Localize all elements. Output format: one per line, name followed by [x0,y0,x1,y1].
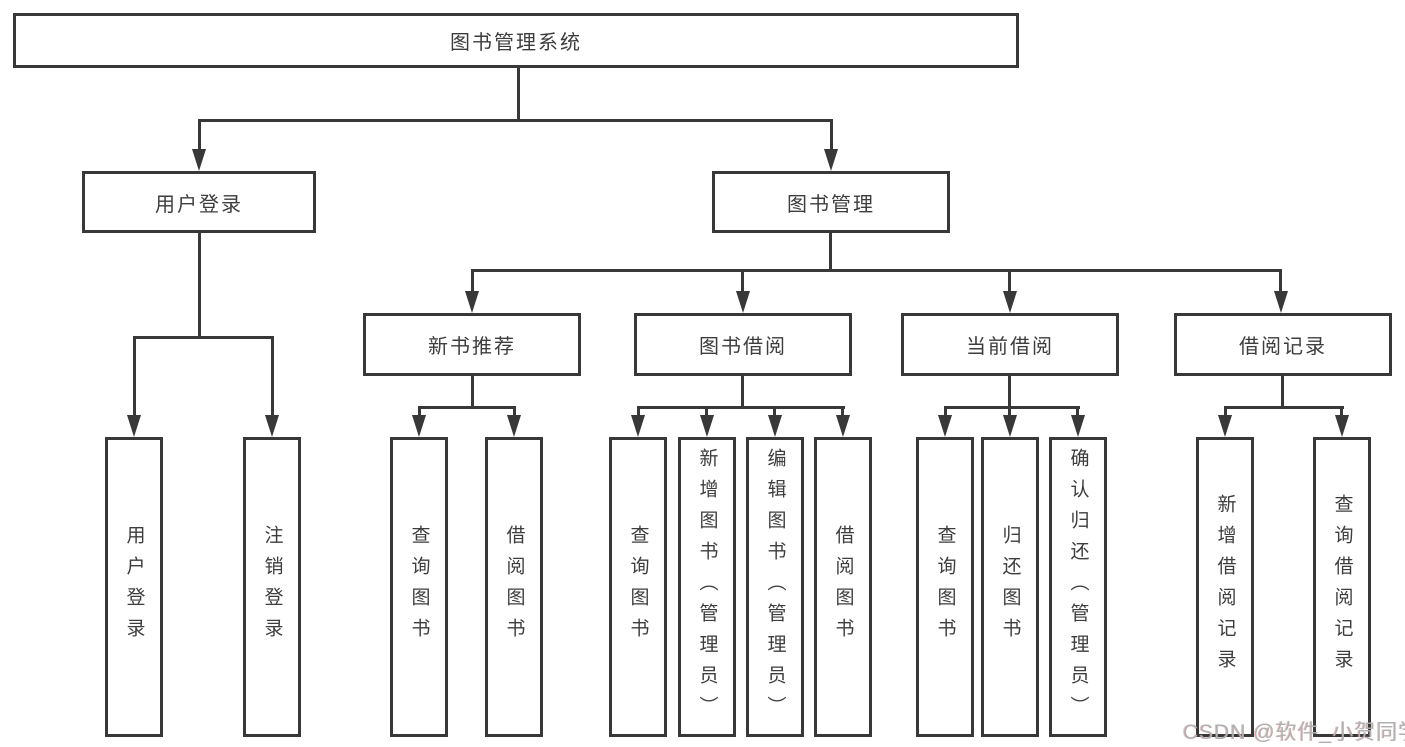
leaf-confirm-return-admin: 确认归还（管理员） [1049,437,1107,737]
node-book-borrowing-label: 图书借阅 [699,336,787,358]
arrowhead-down-icon [192,149,206,171]
arrowhead-down-icon [1071,415,1085,437]
connector-vline [1340,406,1343,418]
connector-vline [1008,269,1011,294]
leaf-return-books: 归还图书 [981,437,1039,737]
connector-vline [418,406,421,418]
connector-vline [471,376,474,409]
leaf-confirm-return-admin-label: 确认归还（管理员） [1067,447,1089,727]
arrowhead-down-icon [736,291,750,313]
connector-vline [198,233,201,338]
leaf-query-borrow-record-label: 查询借阅记录 [1331,494,1353,680]
connector-vline [1279,269,1282,294]
arrowhead-down-icon [836,415,850,437]
leaf-logout: 注销登录 [243,437,301,737]
leaf-query-books-borrowing-label: 查询图书 [627,525,649,649]
connector-hline [418,406,516,409]
leaf-edit-book-admin: 编辑图书（管理员） [746,437,804,737]
arrowhead-down-icon [265,415,279,437]
leaf-user-login: 用户登录 [105,437,163,737]
leaf-add-book-admin-label: 新增图书（管理员） [696,447,718,727]
leaf-edit-book-admin-label: 编辑图书（管理员） [764,447,786,727]
watermark: CSDN @软件_小贺同学 [1183,721,1405,744]
leaf-query-books-recommend-label: 查询图书 [408,525,430,649]
leaf-borrow-books: 借阅图书 [814,437,872,737]
connector-vline [271,336,274,418]
arrowhead-down-icon [507,415,521,437]
connector-vline [637,406,640,418]
node-book-borrowing: 图书借阅 [634,313,852,376]
leaf-logout-label: 注销登录 [261,525,283,649]
node-borrowing-records: 借阅记录 [1174,313,1392,376]
arrowhead-down-icon [412,415,426,437]
node-root-label: 图书管理系统 [450,32,582,54]
leaf-borrow-books-label: 借阅图书 [832,525,854,649]
connector-vline [198,119,201,151]
arrowhead-down-icon [631,415,645,437]
leaf-add-borrow-record-label: 新增借阅记录 [1214,494,1236,680]
connector-vline [517,68,520,121]
arrowhead-down-icon [465,291,479,313]
connector-vline [1076,406,1079,418]
node-root: 图书管理系统 [13,13,1019,68]
leaf-borrow-books-recommend: 借阅图书 [485,437,543,737]
arrowhead-down-icon [768,415,782,437]
connector-vline [705,406,708,418]
connector-hline [471,269,1282,272]
leaf-query-borrow-record: 查询借阅记录 [1313,437,1371,737]
connector-vline [773,406,776,418]
connector-hline [944,406,1080,409]
node-book-management: 图书管理 [712,171,950,233]
leaf-query-books-borrowing: 查询图书 [609,437,667,737]
connector-vline [741,376,744,409]
connector-vline [1281,376,1284,409]
leaf-add-book-admin: 新增图书（管理员） [678,437,736,737]
connector-vline [944,406,947,418]
connector-vline [1008,406,1011,418]
node-current-borrowing-label: 当前借阅 [966,336,1054,358]
connector-vline [830,119,833,151]
arrowhead-down-icon [700,415,714,437]
connector-vline [841,406,844,418]
leaf-query-books-current: 查询图书 [916,437,974,737]
leaf-add-borrow-record: 新增借阅记录 [1196,437,1254,737]
leaf-query-books-recommend: 查询图书 [390,437,448,737]
connector-hline [1224,406,1344,409]
node-user-login: 用户登录 [82,171,316,233]
leaf-query-books-current-label: 查询图书 [934,525,956,649]
leaf-user-login-label: 用户登录 [123,525,145,649]
connector-vline [471,269,474,294]
connector-vline [1224,406,1227,418]
connector-vline [741,269,744,294]
arrowhead-down-icon [1335,415,1349,437]
connector-vline [1008,376,1011,409]
node-current-borrowing: 当前借阅 [901,313,1119,376]
leaf-borrow-books-recommend-label: 借阅图书 [503,525,525,649]
arrowhead-down-icon [1003,291,1017,313]
node-borrowing-records-label: 借阅记录 [1239,336,1327,358]
node-new-book-recommendation: 新书推荐 [363,313,581,376]
arrowhead-down-icon [824,149,838,171]
arrowhead-down-icon [1274,291,1288,313]
leaf-return-books-label: 归还图书 [999,525,1021,649]
node-new-book-recommendation-label: 新书推荐 [428,336,516,358]
node-user-login-label: 用户登录 [155,193,243,216]
connector-vline [829,233,832,271]
connector-hline [198,119,833,122]
node-book-management-label: 图书管理 [787,193,875,216]
arrowhead-down-icon [1218,415,1232,437]
arrowhead-down-icon [127,415,141,437]
connector-vline [513,406,516,418]
arrowhead-down-icon [1003,415,1017,437]
connector-vline [133,336,136,418]
arrowhead-down-icon [938,415,952,437]
connector-hline [133,336,274,339]
connector-hline [637,406,845,409]
